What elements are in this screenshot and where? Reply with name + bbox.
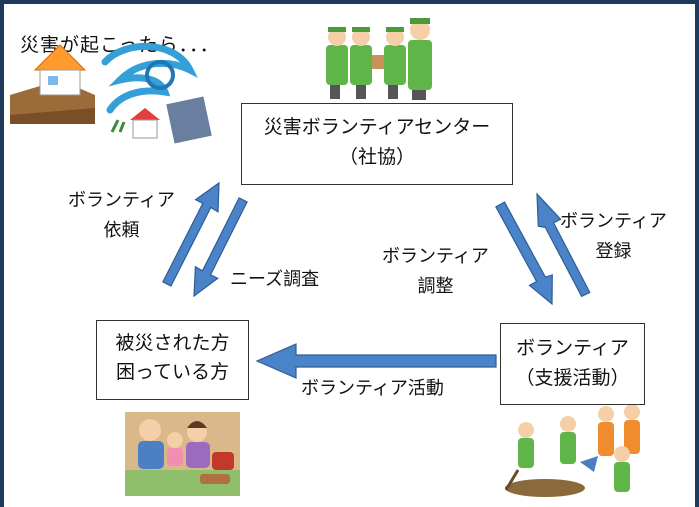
- center-node-box: 災害ボランティアセンター （社協）: [241, 103, 513, 185]
- right-node-line2: （支援活動）: [515, 367, 630, 390]
- label-coordination-line2: 調整: [417, 275, 454, 297]
- volunteer-staff-group-illustration: [326, 18, 432, 100]
- right-node-line1: ボランティア: [516, 337, 629, 359]
- left-node-line1: 被災された方: [115, 332, 230, 354]
- arrow-registration: [536, 192, 591, 298]
- label-activity: ボランティア活動: [301, 378, 444, 399]
- arrow-coordination: [495, 201, 553, 306]
- label-registration: ボランティア 登録: [560, 207, 667, 266]
- left-node-line2: 困っている方: [115, 361, 230, 384]
- arrow-request: [162, 181, 220, 287]
- arrow-needs-survey: [193, 197, 248, 298]
- center-node-subtitle: （社協）: [338, 146, 415, 169]
- disaster-scene-illustration: [10, 42, 212, 144]
- volunteers-working-illustration: [504, 404, 640, 497]
- label-registration-line2: 登録: [595, 240, 632, 262]
- left-node-box: 被災された方 困っている方: [96, 320, 249, 400]
- evacuee-family-illustration: [125, 412, 240, 496]
- label-request-line2: 依頼: [103, 219, 140, 241]
- label-registration-line1: ボランティア: [560, 211, 667, 232]
- label-needs-survey: ニーズ調査: [230, 269, 320, 290]
- right-node-box: ボランティア （支援活動）: [500, 323, 645, 405]
- label-request: ボランティア 依頼: [68, 186, 175, 245]
- label-request-line1: ボランティア: [68, 190, 175, 211]
- label-coordination-line1: ボランティア: [382, 246, 489, 267]
- center-node-title: 災害ボランティアセンター: [263, 116, 491, 138]
- label-coordination: ボランティア 調整: [382, 242, 489, 301]
- arrow-activity: [255, 343, 497, 379]
